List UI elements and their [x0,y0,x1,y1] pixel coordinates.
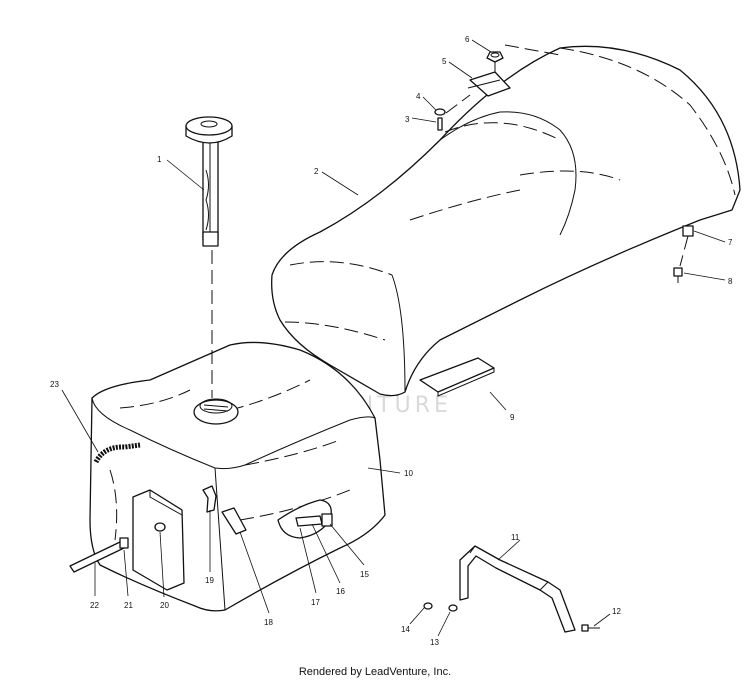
callout-11: 11 [511,533,520,542]
gas-cap-gauge [185,116,233,247]
callout-16: 16 [336,587,345,596]
footer-credit: Rendered by LeadVenture, Inc. [298,666,452,678]
callout-4: 4 [416,92,421,101]
callout-14: 14 [401,625,410,634]
elbow-fitting [202,485,217,513]
fuel-line-hose [221,507,247,535]
callouts: 1 2 3 4 5 6 7 8 9 10 11 12 13 14 15 16 1… [50,35,733,647]
callout-2: 2 [314,167,319,176]
callout-7: 7 [728,238,733,247]
callout-3: 3 [405,115,410,124]
callout-18: 18 [264,618,273,627]
rear-bracket [673,225,694,283]
fuel-valve [277,499,333,539]
callout-10: 10 [404,469,413,478]
fuel-sender [69,489,185,591]
callout-15: 15 [360,570,369,579]
callout-9: 9 [510,413,515,422]
callout-20: 20 [160,601,169,610]
seat [271,45,741,397]
callout-1: 1 [157,155,162,164]
callout-13: 13 [430,638,439,647]
callout-6: 6 [465,35,470,44]
callout-21: 21 [124,601,133,610]
seat-board [419,357,507,411]
breather-hose [93,442,141,464]
leader-lines [61,39,726,637]
callout-8: 8 [728,277,733,286]
callout-22: 22 [90,601,99,610]
callout-12: 12 [612,607,621,616]
callout-19: 19 [205,576,214,585]
callout-5: 5 [442,57,447,66]
callout-17: 17 [311,598,320,607]
seat-strap-hardware [434,44,561,131]
callout-23: 23 [50,380,59,389]
rear-bumper [423,545,600,633]
